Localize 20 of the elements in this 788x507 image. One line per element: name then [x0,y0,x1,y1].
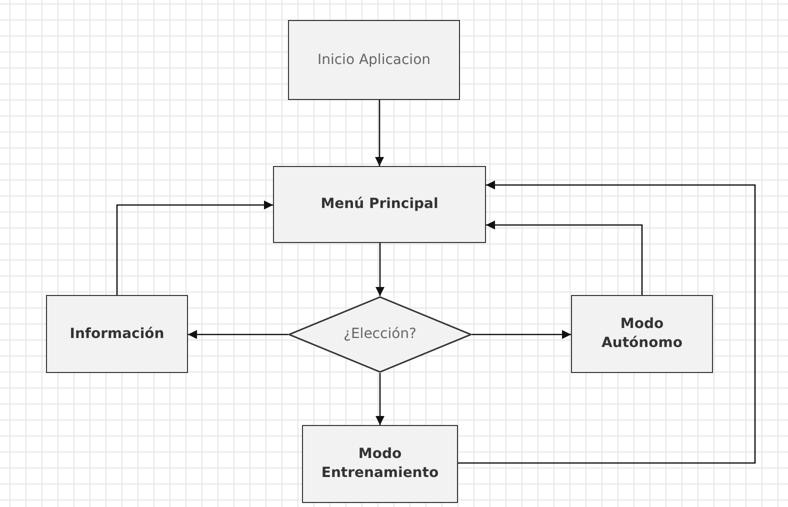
arrow [116,200,273,295]
node-label: Menú Principal [320,195,438,214]
node-label: Modo Autónomo [600,315,684,353]
process-box [302,425,458,503]
node-label: ¿Elección? [344,325,416,344]
arrow [486,220,643,295]
arrow [472,330,571,339]
arrow [188,330,288,339]
node-label: Información [70,324,164,344]
process-box [46,295,188,373]
process-box [273,166,486,243]
decision-diamond [288,296,472,373]
arrow [375,100,384,166]
node-label: Inicio Aplicacion [317,50,431,70]
arrow [376,373,384,425]
node-label: Modo Entrenamiento [320,445,440,483]
process-box [571,295,713,373]
process-box [288,20,460,100]
arrow [458,180,756,464]
arrow [376,243,384,296]
